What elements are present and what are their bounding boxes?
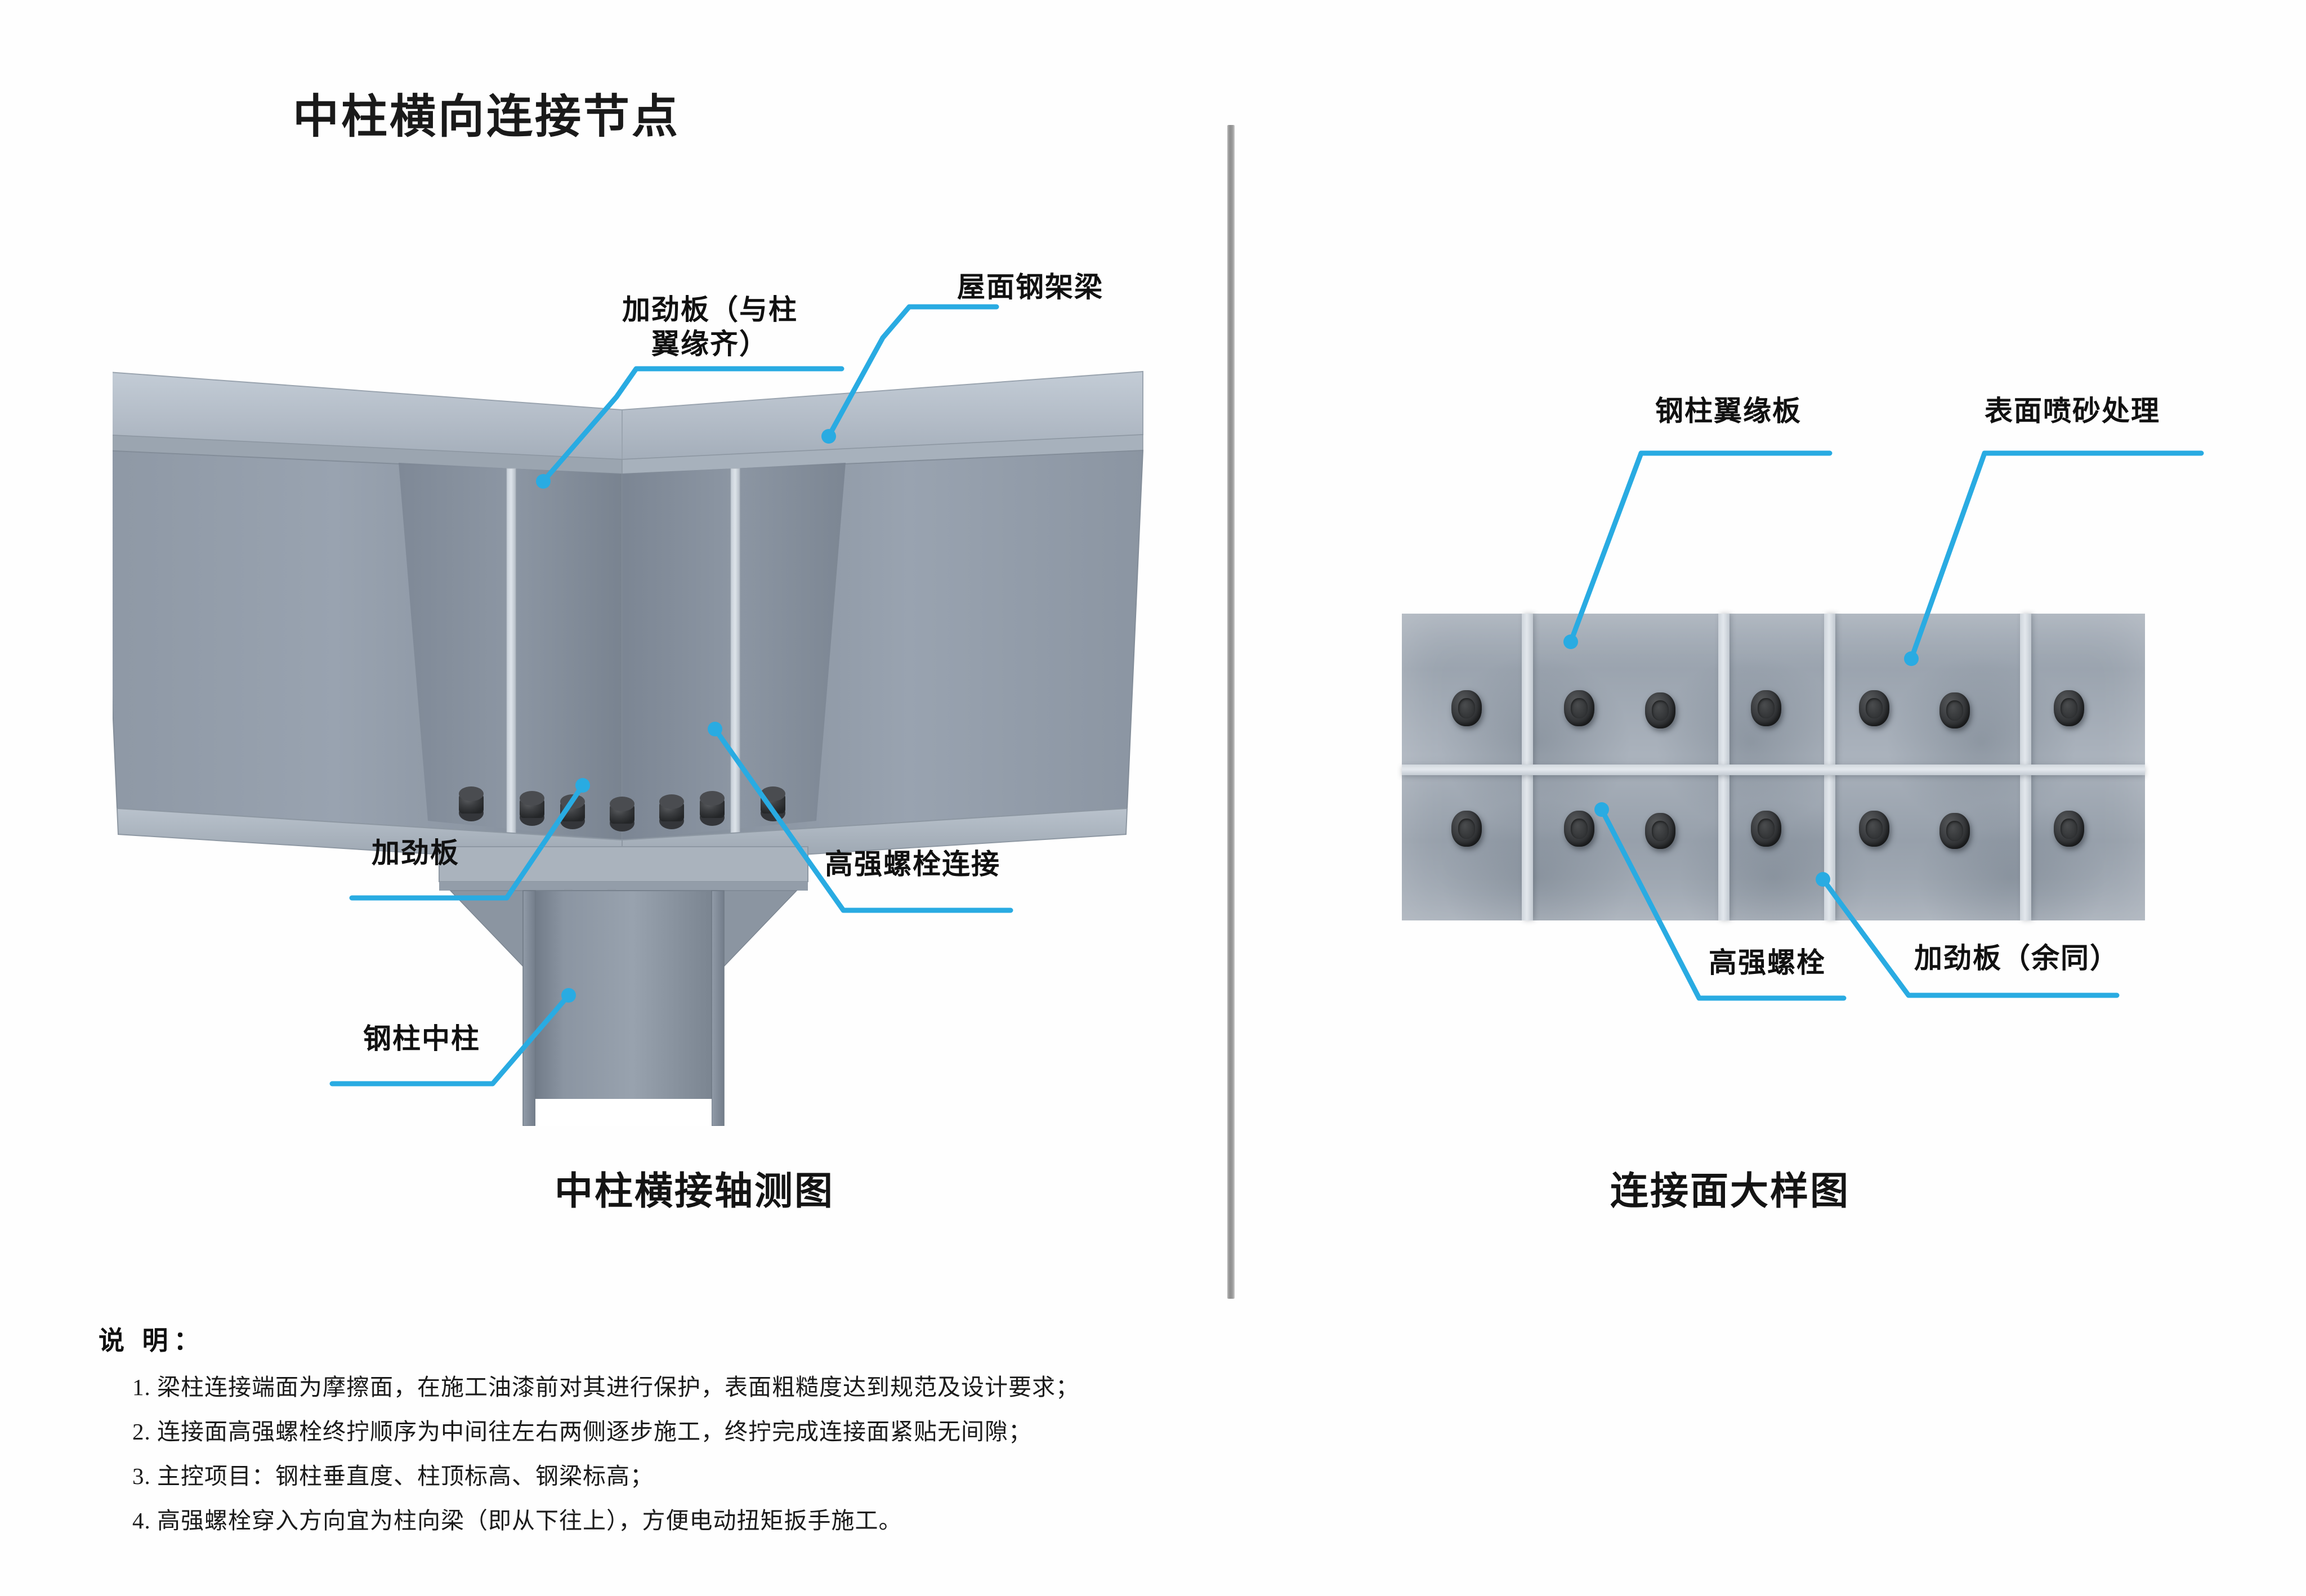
stiffener-plate-right [730, 468, 740, 845]
bolt [1859, 690, 1889, 726]
column-end-plate [439, 846, 808, 882]
bolt-head [560, 794, 585, 829]
page-title: 中柱横向连接节点 [293, 91, 681, 142]
caption-isometric: 中柱横接轴测图 [555, 1170, 835, 1213]
horizontal-rib [1402, 765, 2145, 775]
column-end-plate-edge [439, 882, 808, 891]
bolt [1645, 692, 1675, 728]
notes-heading: 说 明： [99, 1326, 205, 1355]
bolt-head [520, 791, 544, 826]
annotation-column-flange-plate: 钢柱翼缘板 [1655, 395, 1802, 427]
bolt-head [700, 791, 725, 826]
bolt-head [761, 786, 785, 821]
annotation-stiffener-rest-same: 加劲板（余同） [1914, 942, 2119, 974]
annotation-hs-bolt-connection: 高强螺栓连接 [825, 848, 1000, 880]
bolt-head [610, 797, 634, 831]
annotation-hs-bolt: 高强螺栓 [1709, 947, 1826, 978]
bolt [1859, 811, 1889, 847]
steel-column-web [530, 890, 717, 1115]
stiffener-plate-left [506, 468, 516, 845]
isometric-joint-svg [100, 370, 1144, 1126]
note-item: 2. 连接面高强螺栓终拧顺序为中间往左右两侧逐步施工，终拧完成连接面紧贴无间隙； [132, 1419, 1032, 1445]
steel-column-flange-right [711, 890, 725, 1126]
annotation-roof-steel-beam: 屋面钢架梁 [957, 271, 1103, 303]
annotation-stiffener: 加劲板 [372, 837, 459, 869]
haunch-bracket-left [449, 890, 531, 975]
bolt [1939, 692, 1970, 728]
bolt [1564, 811, 1594, 847]
bolt [2054, 690, 2084, 726]
bolt-head [659, 794, 684, 829]
haunch-bracket-right [716, 890, 798, 975]
caption-connection-face: 连接面大样图 [1610, 1170, 1851, 1213]
bolt-head [459, 786, 484, 821]
note-item: 3. 主控项目：钢柱垂直度、柱顶标高、钢梁标高； [132, 1463, 654, 1489]
annotation-steel-center-column: 钢柱中柱 [363, 1023, 480, 1054]
steel-column-flange-left [522, 890, 536, 1126]
isometric-joint-figure [100, 349, 1182, 1126]
annotation-stiffener-top: 加劲板（与柱 翼缘齐） [622, 294, 798, 360]
bolt [1451, 811, 1482, 847]
bolt [1751, 811, 1781, 847]
connection-face-detail-figure [1402, 614, 2145, 920]
column-bottom-cut [535, 1099, 712, 1126]
notes-block: 说 明： 1. 梁柱连接端面为摩擦面，在施工油漆前对其进行保护，表面粗糙度达到规… [99, 1320, 1393, 1535]
bolt [1451, 690, 1482, 726]
bolt [1645, 813, 1675, 849]
bolt [1751, 690, 1781, 726]
bolt [1939, 813, 1970, 849]
bolt [2054, 811, 2084, 847]
annotation-surface-sandblast: 表面喷砂处理 [1985, 395, 2160, 427]
bolt [1564, 690, 1594, 726]
panel-divider [1227, 125, 1235, 1299]
note-item: 4. 高强螺栓穿入方向宜为柱向梁（即从下往上），方便电动扭矩扳手施工。 [132, 1508, 902, 1534]
note-item: 1. 梁柱连接端面为摩擦面，在施工油漆前对其进行保护，表面粗糙度达到规范及设计要… [132, 1374, 1079, 1400]
